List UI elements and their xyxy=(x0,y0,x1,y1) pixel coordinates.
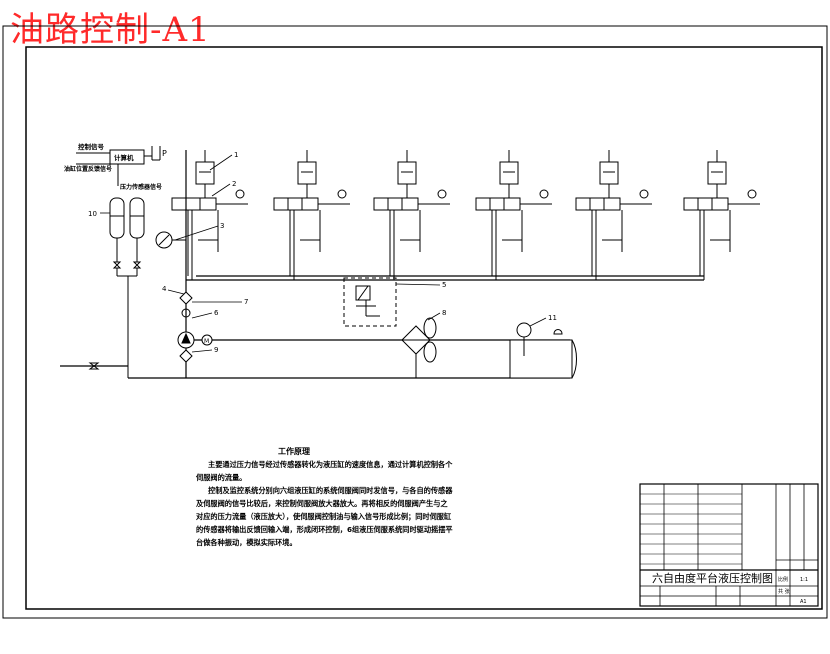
callout-leaders xyxy=(100,154,547,353)
sensor-2 xyxy=(337,189,347,199)
scale-value: 1:1 xyxy=(800,577,808,583)
relief-valve-box xyxy=(343,277,397,327)
oil-tank xyxy=(509,322,577,379)
servo-channels xyxy=(171,150,760,280)
servo-valve-2 xyxy=(273,197,319,211)
label-pressure-P: P xyxy=(162,149,167,158)
cooler-8 xyxy=(401,317,437,378)
servo-valve-3 xyxy=(373,197,419,211)
callout-6: 6 xyxy=(214,309,219,317)
sensor-4 xyxy=(539,189,549,199)
title-block-rows xyxy=(640,493,742,565)
callout-numbers: 1 2 3 4 5 6 7 8 9 10 11 xyxy=(88,151,557,354)
callout-11: 11 xyxy=(548,314,557,322)
inner-frame xyxy=(25,46,823,610)
callout-5: 5 xyxy=(442,281,446,289)
principle-paragraph-1: 主要通过压力信号经过传感器转化为液压缸的速度信息，通过计算机控制各个伺服阀的流量… xyxy=(196,460,453,482)
pressure-gauge xyxy=(155,231,186,249)
scale-label: 比例 xyxy=(778,576,788,583)
pump-motor-letter: M xyxy=(204,338,209,345)
callout-10: 10 xyxy=(88,210,97,218)
callout-7: 7 xyxy=(244,298,248,306)
callout-4: 4 xyxy=(162,285,167,293)
servo-valve-1 xyxy=(171,197,217,211)
label-position-feedback: 油缸位置反馈信号 xyxy=(64,165,112,173)
cylinder-1 xyxy=(195,161,215,185)
part-no: A1 xyxy=(800,599,807,605)
principle-title: 工作原理 xyxy=(278,447,310,456)
cylinder-6 xyxy=(707,161,727,185)
pump-motor xyxy=(177,331,213,363)
label-pressure-sensor: 压力传感器信号 xyxy=(120,183,162,191)
outer-frame xyxy=(2,25,828,619)
callout-9: 9 xyxy=(214,346,218,354)
cylinder-2 xyxy=(297,161,317,185)
cylinder-3 xyxy=(397,161,417,185)
label-control-signal: 控制信号 xyxy=(78,142,105,151)
cylinder-5 xyxy=(599,161,619,185)
sheet-label: 共 张 xyxy=(778,588,790,595)
servo-valve-5 xyxy=(575,197,621,211)
drawing-title: 油路控制-A1 xyxy=(10,10,211,50)
principle-paragraph-2: 控制及监控系统分别向六组液压缸的系统伺服阀同时发信号，与各自的传感器及伺服阀的信… xyxy=(196,486,453,547)
callout-8: 8 xyxy=(442,309,446,317)
sensor-6 xyxy=(747,189,757,199)
sensor-1 xyxy=(235,189,245,199)
callout-2: 2 xyxy=(232,180,236,188)
servo-valve-6 xyxy=(683,197,729,211)
label-computer: 计算机 xyxy=(114,153,134,162)
inlet-valve xyxy=(88,362,100,370)
check-valve xyxy=(181,308,191,318)
callout-1: 1 xyxy=(234,151,238,159)
sensor-3 xyxy=(437,189,447,199)
sensor-5 xyxy=(639,189,649,199)
servo-valve-4 xyxy=(475,197,521,211)
title-block xyxy=(639,483,819,607)
cylinder-4 xyxy=(499,161,519,185)
accumulator-group xyxy=(109,197,145,378)
control-section xyxy=(76,146,161,186)
drawing-name: 六自由度平台液压控制图 xyxy=(652,571,773,585)
callout-3: 3 xyxy=(220,222,224,230)
principle-text: 主要通过压力信号经过传感器转化为液压缸的速度信息，通过计算机控制各个伺服阀的流量… xyxy=(196,458,454,549)
